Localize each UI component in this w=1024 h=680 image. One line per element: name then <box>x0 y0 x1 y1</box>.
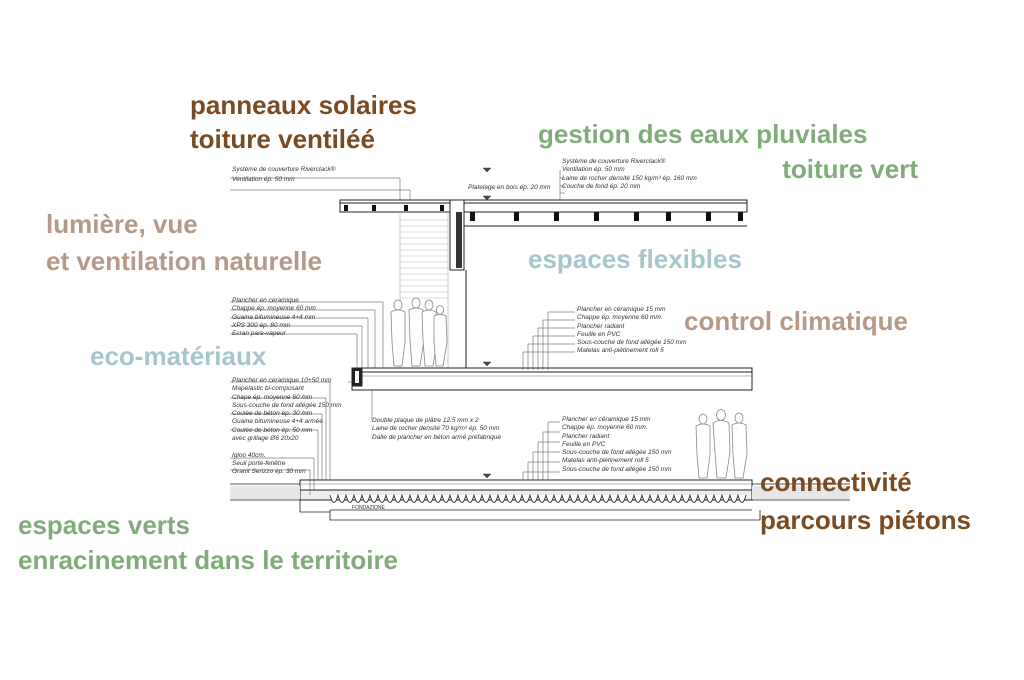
note: Plancher radiant <box>577 322 625 330</box>
note: Feuille en PVC <box>562 440 606 448</box>
floor1-right-notes: Plancher en céramique 15 mm Chappe ép. m… <box>577 306 687 356</box>
note: Chape ép. moyenne 60 mm <box>232 393 313 401</box>
concept-climatique: control climatique <box>684 306 908 336</box>
note: Plancher en céramique 10+50 mm <box>232 377 332 384</box>
note: Sous-couche de fond allégée 150 mm <box>562 465 672 473</box>
ground-right-notes: Plancher en céramique 15 mm Chappe ép. m… <box>562 416 672 474</box>
people-lower <box>695 409 748 479</box>
people-upper <box>390 297 448 367</box>
note: Ventilation ép. 50 mm <box>232 176 295 184</box>
note: Sous-couche de fond allégée 150 mm <box>562 449 672 457</box>
leader-lines <box>230 170 575 495</box>
concept-materiaux: eco-matériaux <box>90 341 267 371</box>
concept-connectivite-line2: parcours piétons <box>760 505 971 535</box>
note: Feuille en PVC <box>577 330 621 338</box>
note: Chappe ép. moyenne 60 mm. <box>562 424 648 432</box>
concept-solaires-line2: toiture ventiléé <box>190 124 375 154</box>
concept-flexibles: espaces flexibles <box>528 244 742 274</box>
concept-verts-line1: espaces verts <box>18 510 191 540</box>
note <box>232 443 342 451</box>
concept-connectivite-line1: connectivité <box>760 467 912 497</box>
note: Chappe ép. moyenne 60 mm <box>232 305 316 313</box>
note: avec grillage Ø6 20x20 <box>232 435 299 443</box>
note: Ecran pare-vapeur <box>232 330 286 338</box>
terrain-stipple <box>230 486 850 499</box>
concept-solaires-line1: panneaux solaires <box>190 90 417 120</box>
note: Système de couverture Riverclack® <box>562 158 666 165</box>
note: Sous-couche de fond allégée 150 mm <box>577 339 687 347</box>
note: Double plaque de plâtre 12.5 mm x 2 <box>372 417 479 424</box>
ceiling-notes: Double plaque de plâtre 12.5 mm x 2 Lain… <box>372 417 501 442</box>
note: Igloo 40cm. <box>232 451 266 459</box>
platelage-note: Platelage en bois ép. 20 mm <box>468 184 551 191</box>
terrain <box>230 483 850 521</box>
note: Plancher radiant <box>562 432 610 440</box>
roof-purlins <box>344 205 743 221</box>
note: Guaine bitumineuse 4+4 mm <box>232 313 316 321</box>
note: Granit Serizzo ép. 30 mm <box>232 468 306 476</box>
concept-eaux-line1: gestion des eaux pluviales <box>538 119 868 149</box>
note: Guaine bitumineuse 4+4 armée <box>232 418 323 426</box>
note: Chappe ép. moyenne 60 mm. <box>577 314 663 322</box>
note: Dalle de plancher en béton armé préfabri… <box>372 433 502 441</box>
note: Laine de rocher densité 70 kg/m³ ép. 50 … <box>372 425 500 433</box>
concept-lumiere-line1: lumière, vue <box>46 209 198 239</box>
note: Mapelastic bi-composant <box>232 385 304 393</box>
note: Coulée de béton ép. 30 mm <box>232 410 313 418</box>
note: Sous-couche de fond allégée 150 mm <box>232 401 342 409</box>
note: XPS 300 ép. 80 mm <box>232 321 291 329</box>
concept-verts-line2: enracinement dans le territoire <box>18 545 399 575</box>
fondazione-note: FONDAZIONE <box>352 505 385 511</box>
note: Matelas anti-piétinement roll 5 <box>577 347 664 355</box>
concept-lumiere-line2: et ventilation naturelle <box>46 246 322 276</box>
note: Coulée de béton ép. 50 mm <box>232 426 313 434</box>
note: Seuil porte-fenêtre <box>232 459 286 467</box>
note: Matelas anti-piétinement roll 5 <box>562 457 649 465</box>
level-markers <box>482 167 492 479</box>
roof-left-notes: Système de couverture Riverclack® Ventil… <box>232 166 335 185</box>
note: Couche de fond ép. 20 mm <box>562 182 641 190</box>
note: Plancher en céramique 15 mm <box>562 416 651 423</box>
concept-eaux-line2: toiture vert <box>782 154 918 184</box>
ground-left-notes: Plancher en céramique 10+50 mm Mapelasti… <box>232 377 342 477</box>
note: Plancher en céramique 15 mm <box>577 306 666 313</box>
note: Laine de rocher densité 150 kg/m³ ép. 16… <box>562 174 697 182</box>
floor1-left-notes: Plancher en céramique Chappe ép. moyenne… <box>232 297 316 338</box>
light-shaft <box>399 214 449 368</box>
note: Système de couverture Riverclack® <box>232 166 336 173</box>
note: Plancher en céramique <box>232 297 299 304</box>
roof-right-notes: Système de couverture Riverclack® Ventil… <box>562 158 697 191</box>
note: Ventilation ép. 50 mm <box>562 166 625 174</box>
igloo-arches <box>329 493 752 511</box>
first-floor-slab <box>351 367 753 391</box>
